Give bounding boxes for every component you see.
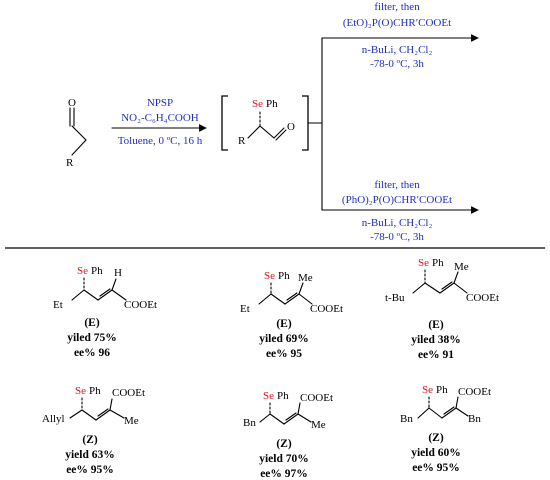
top-base: n-BuLi, CH₂Cl₂ [362,44,433,56]
p1-h: H [114,267,122,279]
top-filter: filter, then [374,1,420,13]
p4-cooet: COOEt [112,387,145,399]
p4-geometry: (Z) [82,434,98,446]
intermediate-se: Se [252,98,263,110]
p3-geometry: (E) [428,319,444,331]
p3-ee: ee% 91 [418,349,454,361]
intermediate-o: O [287,121,295,133]
p5-ph: Ph [277,390,289,402]
bottom-filter: filter, then [374,179,420,191]
p2-ee: ee% 95 [266,348,302,360]
p1-geometry: (E) [84,317,100,329]
p3-tbu: t-Bu [385,292,405,304]
p4-me: Me [124,415,139,427]
branch-arrows [307,34,479,214]
p5-ee: ee% 97% [260,468,308,480]
p2-ph: Ph [278,270,290,282]
p1-se: Se [77,265,88,277]
step1-acid: NO₂-C₆H₄COOH [121,112,199,124]
p4-se: Se [75,385,86,397]
p1-ee: ee% 96 [74,347,110,359]
aldehyde-o-label: O [68,97,76,109]
product-4: Se Ph Allyl COOEt Me (Z) yield 63% ee% 9… [42,385,145,476]
p2-geometry: (E) [276,318,292,330]
p2-cooet: COOEt [310,303,343,315]
bottom-phosphonate: (PhO)₂P(O)CHR′COOEt [342,194,452,206]
bottom-temp: -78-0 ºC, 3h [370,231,424,243]
step1-conditions: Toluene, 0 ºC, 16 h [118,135,203,147]
p6-bn-left: Bn [400,413,413,425]
top-phosphonate: (EtO)₂P(O)CHR′COOEt [343,17,451,29]
product-3: Se Ph t-Bu Me COOEt (E) yiled 38% ee% 91 [385,257,499,361]
p4-ee: ee% 95% [66,464,114,476]
p4-yield: yield 63% [65,449,115,461]
product-5: Se Ph Bn COOEt Me (Z) yield 70% ee% 97% [243,390,333,480]
p6-bn-right: Bn [468,413,481,425]
intermediate-ph: Ph [266,98,278,110]
p6-ph: Ph [436,384,448,396]
p1-yield: yiled 75% [67,332,117,344]
step1: NPSP NO₂-C₆H₄COOH Toluene, 0 ºC, 16 h [111,97,207,147]
p5-geometry: (Z) [276,438,292,450]
product-6: Se Ph Bn COOEt Bn (Z) yield 60% ee% 95% [400,384,491,474]
p5-me: Me [311,419,326,431]
p6-cooet: COOEt [458,386,491,398]
p2-et: Et [240,303,250,315]
top-temp: -78-0 ºC, 3h [370,58,424,70]
intermediate-r: R [238,135,246,147]
p1-cooet: COOEt [124,299,157,311]
p4-allyl: Allyl [42,413,65,425]
p1-ph: Ph [91,265,103,277]
p6-yield: yield 60% [411,447,461,459]
bottom-conditions: filter, then (PhO)₂P(O)CHR′COOEt n-BuLi,… [342,179,452,243]
starting-aldehyde: O R [66,97,87,169]
intermediate: Se Ph R O [221,95,309,151]
p2-se: Se [264,270,275,282]
p3-yield: yiled 38% [411,334,461,346]
product-1: Se Ph Et H COOEt (E) yiled 75% ee% 96 [53,265,157,359]
p5-yield: yield 70% [259,453,309,465]
p6-geometry: (Z) [428,432,444,444]
p3-se: Se [418,257,429,269]
p5-bn: Bn [243,417,256,429]
bottom-base: n-BuLi, CH₂Cl₂ [362,217,433,229]
top-conditions: filter, then (EtO)₂P(O)CHR′COOEt n-BuLi,… [343,1,451,70]
p3-me: Me [454,261,469,273]
p5-cooet: COOEt [300,392,333,404]
p5-se: Se [263,390,274,402]
product-2: Se Ph Et Me COOEt (E) yiled 69% ee% 95 [240,270,343,360]
p2-me: Me [298,272,313,284]
aldehyde-r-label: R [66,157,74,169]
p1-et: Et [53,299,63,311]
p6-ee: ee% 95% [412,462,460,474]
p2-yield: yiled 69% [259,333,309,345]
step1-npsp: NPSP [147,97,173,109]
p3-cooet: COOEt [466,292,499,304]
p6-se: Se [422,384,433,396]
p3-ph: Ph [432,257,444,269]
p4-ph: Ph [89,385,101,397]
